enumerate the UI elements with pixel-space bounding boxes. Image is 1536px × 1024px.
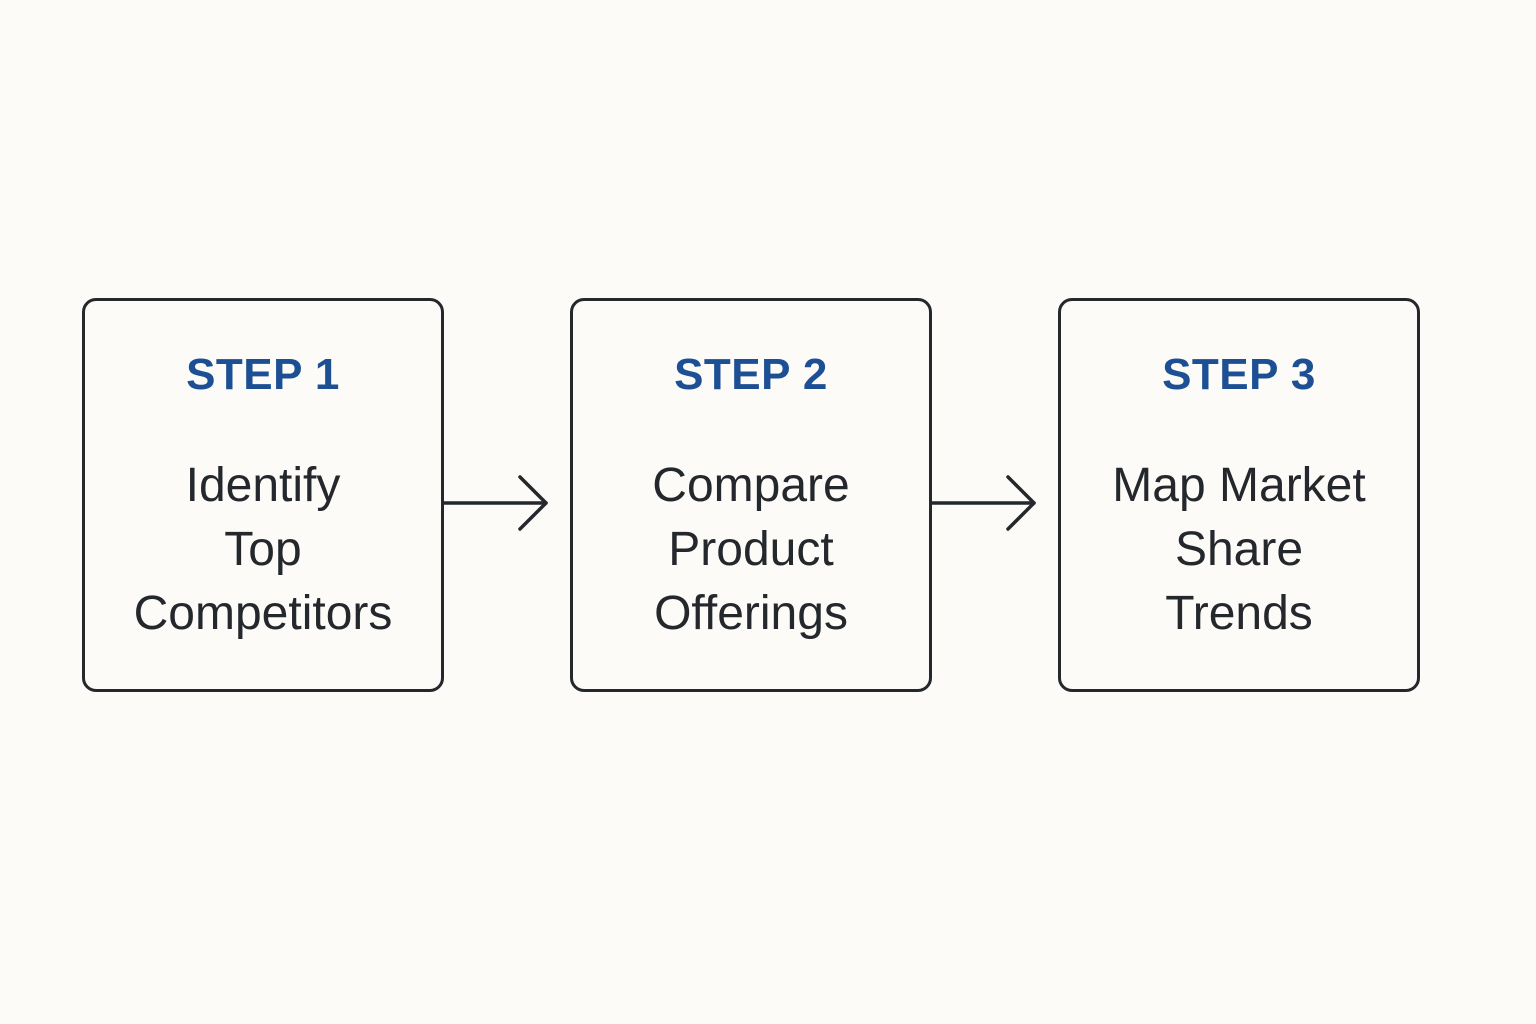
step-text-line: Offerings — [654, 587, 848, 640]
step-label-3: STEP 3 — [1162, 350, 1316, 399]
arrow-right-icon — [930, 475, 1036, 531]
step-text-line: Trends — [1165, 587, 1313, 640]
step-text-line: Identify — [185, 459, 341, 512]
step-box-3: STEP 3 Map Market Share Trends — [1058, 298, 1420, 692]
step-text-line: Compare — [652, 459, 850, 512]
step-text-line: Map Market — [1112, 459, 1366, 512]
step-text-line: Product — [668, 523, 834, 576]
step-label-1: STEP 1 — [186, 350, 340, 399]
step-text-3: Map Market Share Trends — [1061, 454, 1417, 646]
step-text-line: Share — [1174, 523, 1304, 576]
step-label-2: STEP 2 — [674, 350, 828, 399]
step-text-2: Compare Product Offerings — [573, 454, 929, 646]
step-text-line: Top — [224, 523, 302, 576]
arrow-right-icon — [442, 475, 548, 531]
step-text-1: Identify Top Competitors — [85, 454, 441, 646]
step-text-line: Competitors — [133, 587, 393, 640]
step-box-1: STEP 1 Identify Top Competitors — [82, 298, 444, 692]
step-box-2: STEP 2 Compare Product Offerings — [570, 298, 932, 692]
